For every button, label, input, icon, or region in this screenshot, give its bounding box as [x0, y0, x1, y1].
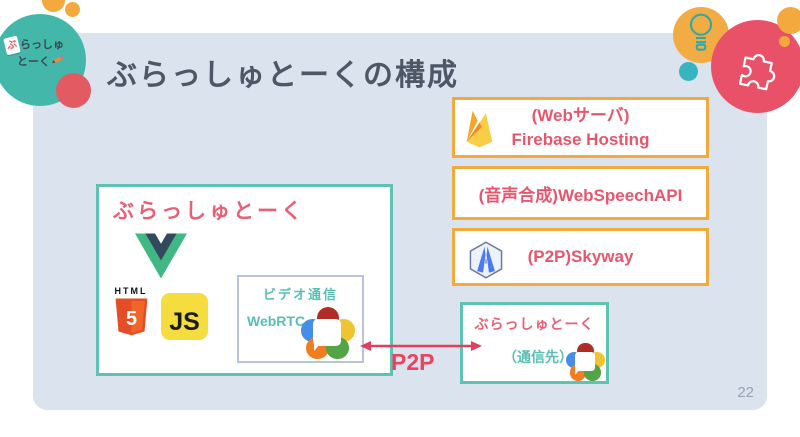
- app-logo-line2: とーく: [5, 54, 95, 70]
- firebase-box: (Webサーバ) Firebase Hosting: [452, 97, 709, 158]
- peer-box-title: ぶらっしゅとーく: [474, 316, 595, 332]
- pencil-icon: [52, 54, 66, 70]
- app-logo: ぶ らっしゅ とーく: [3, 35, 95, 70]
- puzzle-icon: [727, 36, 789, 98]
- js-word: JS: [169, 308, 200, 336]
- decor-orange-dot: [42, 0, 65, 12]
- webspeech-box: (音声合成)WebSpeechAPI: [452, 166, 709, 220]
- firebase-line2: Firebase Hosting: [511, 130, 650, 149]
- logo-text-line2: とーく: [17, 55, 50, 68]
- logo-text-line1: らっしゅ: [20, 39, 64, 51]
- client-box-title: ぶらっしゅとーく: [113, 200, 305, 223]
- video-call-box: ビデオ通信 WebRTC: [237, 275, 364, 363]
- skyway-label: (P2P)Skyway: [527, 247, 634, 266]
- webspeech-label: (音声合成)WebSpeechAPI: [478, 185, 683, 205]
- vuejs-icon: [134, 233, 187, 279]
- peer-box: ぶらっしゅとーく （通信先）: [460, 302, 609, 384]
- video-box-title: ビデオ通信: [262, 287, 338, 302]
- decor-pink-circle: [711, 20, 800, 113]
- decor-orange-dot-right-small: [779, 36, 790, 47]
- decor-orange-dot-right: [777, 7, 800, 34]
- webrtc-icon: [301, 307, 355, 361]
- skyway-icon: [468, 240, 504, 285]
- logo-chip: ぶ: [3, 35, 21, 56]
- firebase-line1: (Webサーバ): [531, 106, 630, 125]
- webrtc-icon-small: [566, 343, 605, 382]
- page-number: 22: [737, 384, 754, 401]
- webrtc-label: WebRTC: [247, 313, 306, 329]
- page-title: ぶらっしゅとーくの構成: [107, 59, 459, 92]
- p2p-arrow-icon: [358, 337, 484, 360]
- html5-word: HTML: [114, 286, 148, 296]
- skyway-box: (P2P)Skyway: [452, 228, 709, 286]
- p2p-label: P2P: [391, 349, 435, 375]
- peer-box-subtitle: （通信先）: [503, 349, 573, 365]
- decor-orange-dot-small: [65, 2, 80, 17]
- app-logo-line1: ぶ らっしゅ: [3, 35, 95, 56]
- firebase-box-text: (Webサーバ) Firebase Hosting: [455, 100, 706, 152]
- firebase-icon: [465, 109, 494, 155]
- lightbulb-icon: [686, 11, 716, 60]
- logo-chip-char: ぶ: [5, 38, 19, 53]
- decor-red-circle: [56, 73, 91, 108]
- javascript-icon: JS: [161, 293, 208, 340]
- html5-number: 5: [125, 308, 136, 330]
- client-box: ぶらっしゅとーく HTML 5 JS ビデオ通信 WebRTC: [96, 184, 393, 376]
- decor-teal-dot: [679, 62, 698, 81]
- html5-icon: HTML 5: [110, 286, 152, 343]
